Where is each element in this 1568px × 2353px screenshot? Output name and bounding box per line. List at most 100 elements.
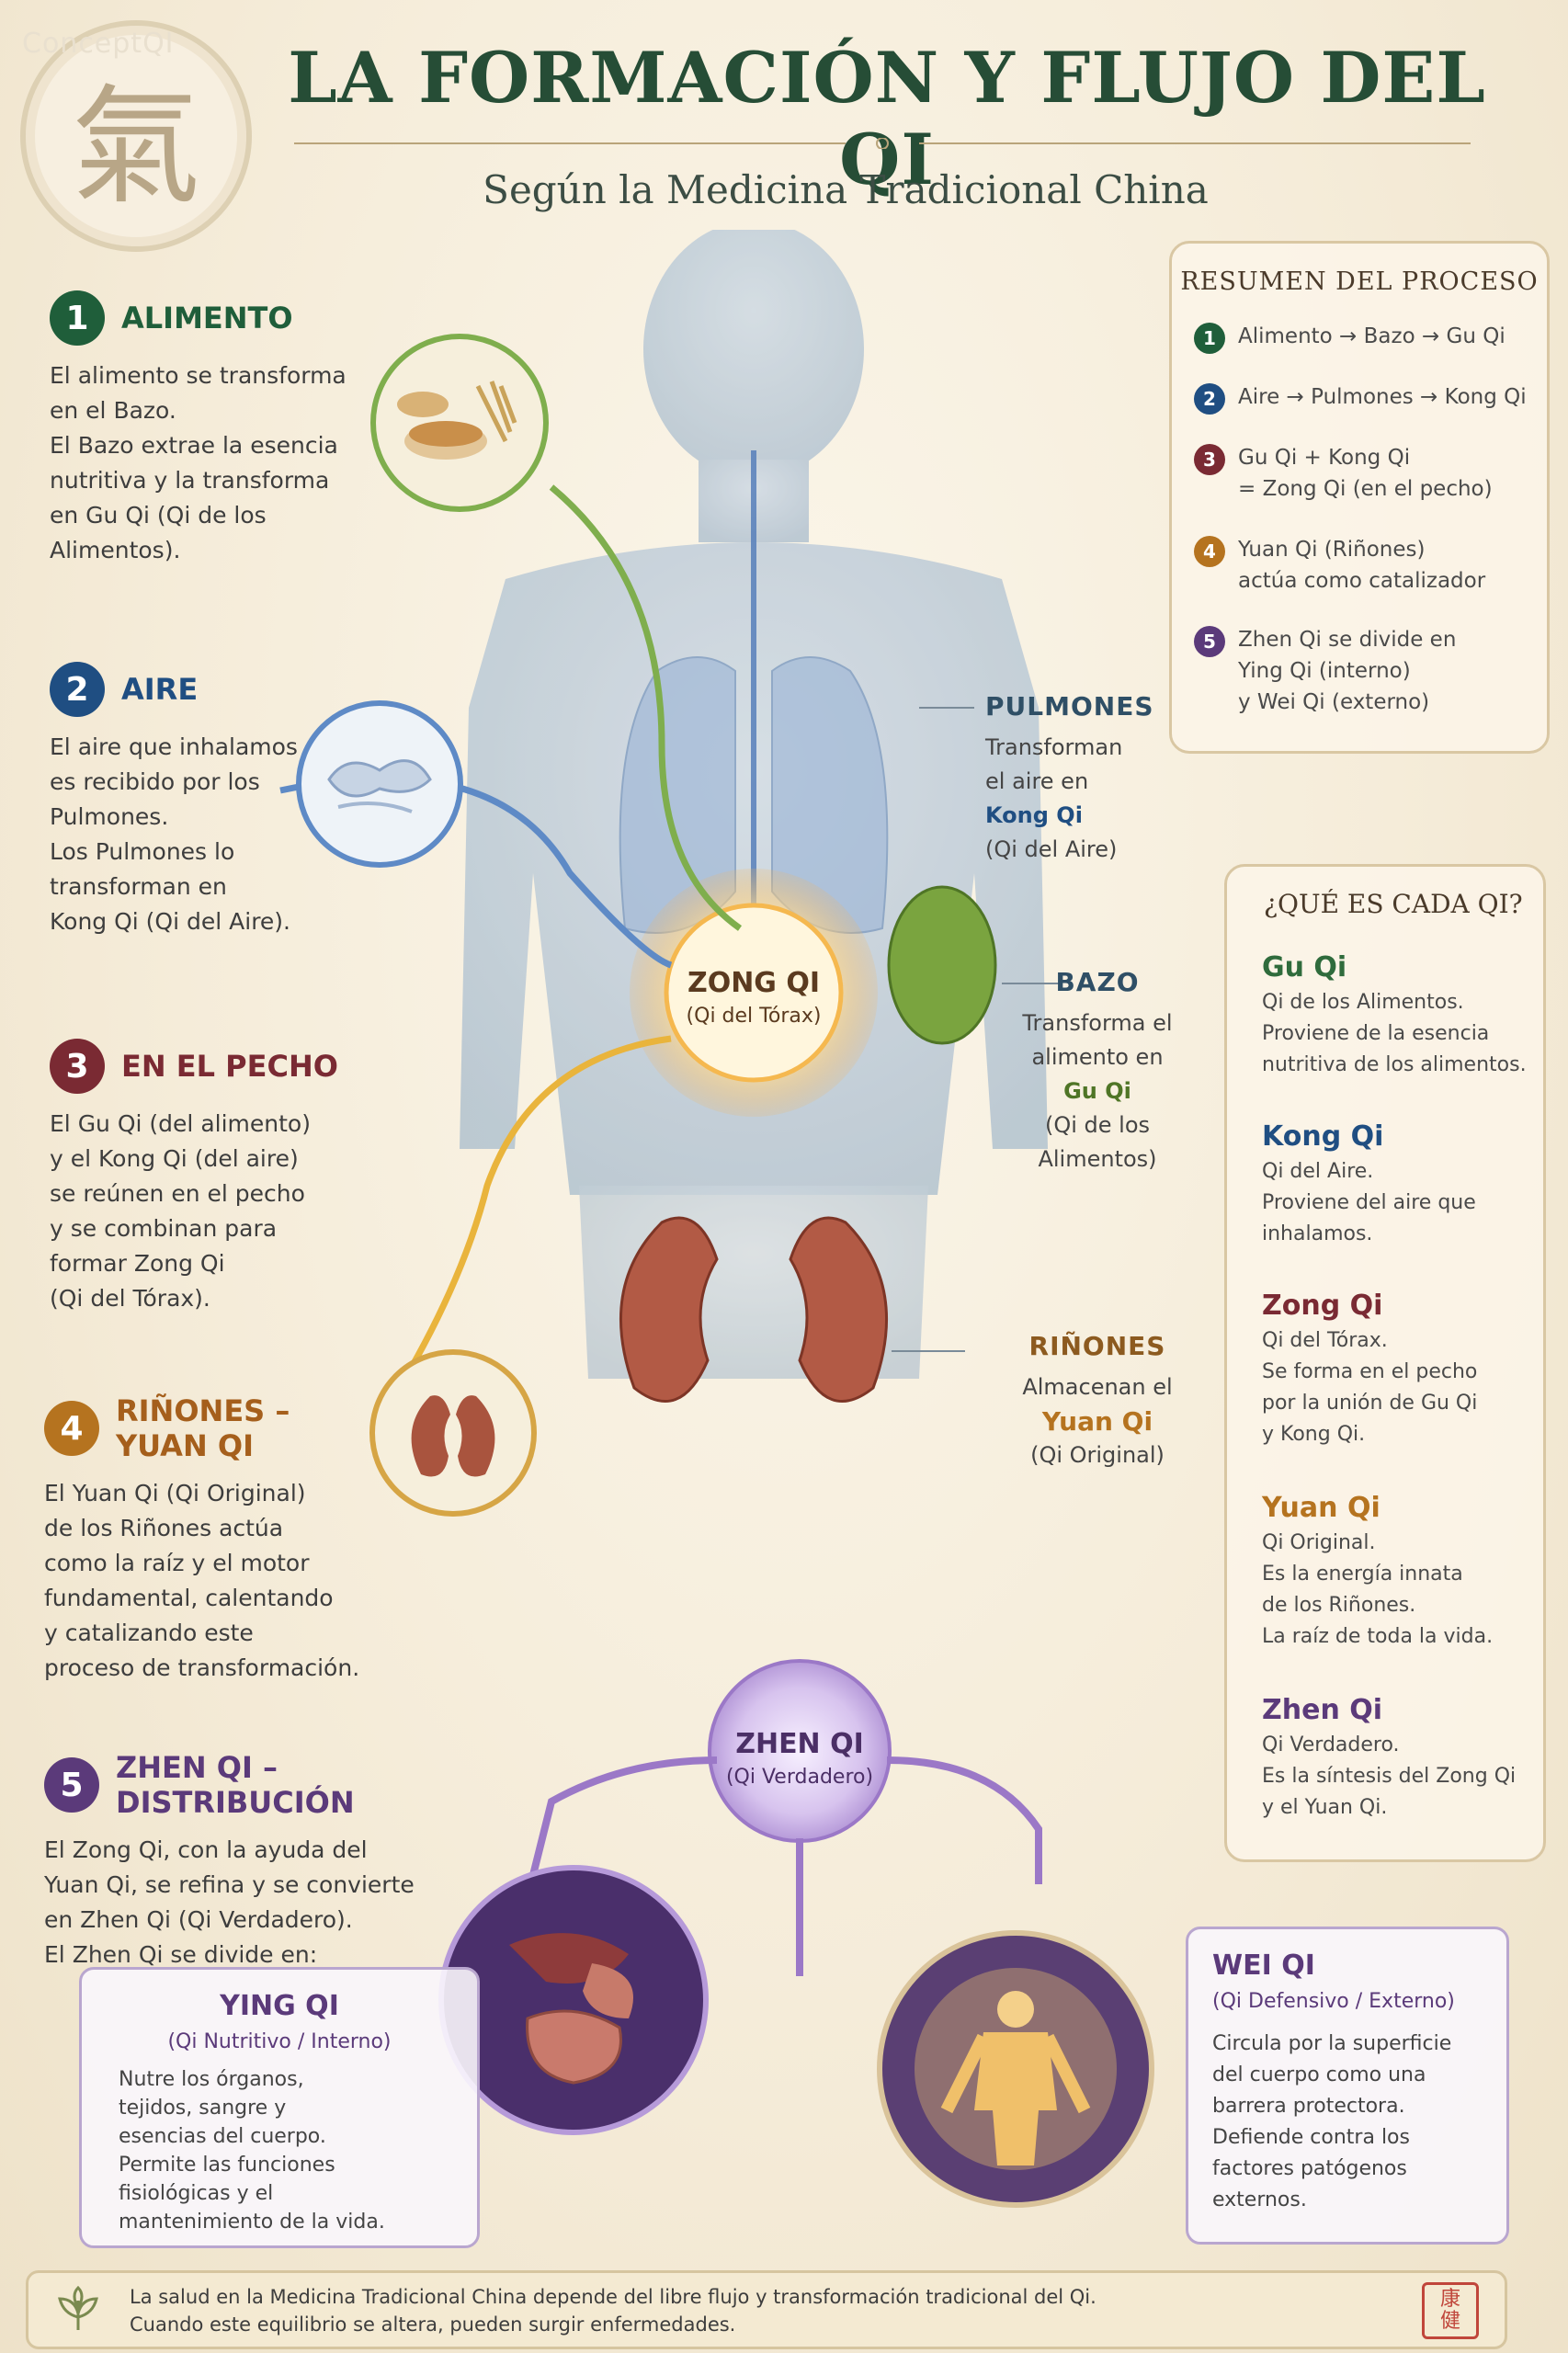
ying-line: fisiológicas y el [119, 2182, 274, 2205]
body-illustration [279, 230, 1062, 1976]
step-5-title: ZHEN QI – DISTRIBUCIÓN [116, 1750, 355, 1820]
step-line: El Zong Qi, con la ayuda del [44, 1836, 368, 1863]
summary-number: 4 [1194, 536, 1225, 567]
qi-definition-zong: Zong Qi Qi del Tórax. Se forma en el pec… [1262, 1290, 1538, 1450]
step-1-number: 1 [50, 290, 105, 346]
step-line: (Qi del Tórax). [50, 1285, 210, 1312]
zhen-qi-node: ZHEN QI (Qi Verdadero) [717, 1728, 882, 1789]
qi-name: Zong Qi [1262, 1290, 1383, 1322]
step-line: es recibido por los [50, 768, 260, 795]
qi-line: Qi Original. [1262, 1531, 1376, 1554]
ying-line: tejidos, sangre y [119, 2097, 287, 2120]
zhen-qi-subtitle: (Qi Verdadero) [725, 1766, 874, 1789]
qi-description: Qi Original. Es la energía innata de los… [1262, 1528, 1538, 1653]
qi-name: Yuan Qi [1262, 1492, 1381, 1524]
wei-qi-box: WEI QI (Qi Defensivo / Externo) Circula … [1186, 1927, 1509, 2245]
summary-number: 1 [1194, 323, 1225, 354]
summary-line: Gu Qi + Kong Qi [1238, 446, 1411, 470]
qi-line: por la unión de Gu Qi [1262, 1392, 1478, 1415]
bazo-label: BAZO Transforma el alimento en Gu Qi (Qi… [1015, 967, 1180, 1176]
summary-title: RESUMEN DEL PROCESO [1180, 267, 1539, 296]
step-line: y el Kong Qi (del aire) [50, 1145, 299, 1172]
step-1-title: ALIMENTO [121, 301, 293, 335]
step-line: Alimentos). [50, 537, 181, 563]
qi-name: Kong Qi [1262, 1120, 1384, 1153]
ying-line: Nutre los órganos, [119, 2068, 304, 2091]
bazo-text: Transforma el alimento en Gu Qi (Qi de l… [1015, 1006, 1180, 1176]
step-line: en Gu Qi (Qi de los [50, 502, 267, 529]
summary-text: Yuan Qi (Riñones) actúa como catalizador [1238, 534, 1485, 597]
qi-description: Qi del Tórax. Se forma en el pecho por l… [1262, 1325, 1538, 1450]
pulmones-line: Kong Qi [985, 802, 1083, 828]
step-line: El Bazo extrae la esencia [50, 432, 338, 459]
summary-line: actúa como catalizador [1238, 569, 1486, 593]
summary-text: Gu Qi + Kong Qi = Zong Qi (en el pecho) [1238, 442, 1493, 505]
summary-number: 3 [1194, 444, 1225, 475]
footer-banner: La salud en la Medicina Tradicional Chin… [26, 2270, 1507, 2349]
pulmones-line: el aire en [985, 768, 1089, 794]
wei-qi-text: Circula por la superficie del cuerpo com… [1212, 2029, 1451, 2216]
step-line: El Zhen Qi se divide en: [44, 1941, 318, 1968]
step-line: El alimento se transforma [50, 362, 347, 389]
pulmones-label: PULMONES Transforman el aire en Kong Qi … [985, 691, 1187, 867]
qi-definition-zhen: Zhen Qi Qi Verdadero. Es la síntesis del… [1262, 1694, 1538, 1824]
page-subtitle: Según la Medicina Tradicional China [483, 167, 1209, 212]
bazo-line: Transforma el [1022, 1010, 1173, 1036]
wei-qi-subtitle: (Qi Defensivo / Externo) [1212, 1990, 1455, 2013]
qi-line: y el Yuan Qi. [1262, 1796, 1388, 1819]
step-3-text: El Gu Qi (del alimento) y el Kong Qi (de… [50, 1107, 362, 1316]
ying-line: mantenimiento de la vida. [119, 2211, 385, 2234]
step-4-number: 4 [44, 1401, 99, 1456]
bazo-line: alimento en [1031, 1044, 1164, 1070]
step-1-head: 1 ALIMENTO [50, 290, 353, 346]
qi-definitions-title: ¿QUÉ ES CADA QI? [1264, 889, 1523, 919]
bazo-title: BAZO [1055, 967, 1140, 997]
protective-aura-icon [877, 1930, 1154, 2208]
step-2-head: 2 AIRE [50, 662, 344, 717]
summary-item: 1 Alimento → Bazo → Gu Qi [1194, 321, 1534, 354]
step-2-text: El aire que inhalamos es recibido por lo… [50, 730, 344, 939]
air-cloud-icon [296, 700, 463, 868]
summary-panel: RESUMEN DEL PROCESO 1 Alimento → Bazo → … [1169, 241, 1550, 754]
step-line: proceso de transformación. [44, 1654, 360, 1681]
qi-line: Proviene del aire que [1262, 1191, 1476, 1214]
qi-line: Qi del Tórax. [1262, 1329, 1388, 1352]
bazo-line: Gu Qi [1063, 1078, 1131, 1104]
pulmones-text: Transforman el aire en Kong Qi (Qi del A… [985, 731, 1187, 867]
step-2-number: 2 [50, 662, 105, 717]
pulmones-line: Transforman [985, 734, 1123, 760]
zong-qi-node: ZONG QI (Qi del Tórax) [671, 967, 836, 1028]
bazo-line: Alimentos) [1038, 1146, 1157, 1172]
qi-line: Qi de los Alimentos. [1262, 991, 1464, 1014]
summary-item: 2 Aire → Pulmones → Kong Qi [1194, 381, 1534, 415]
summary-number: 5 [1194, 626, 1225, 657]
digestive-organs-icon [438, 1865, 709, 2135]
kidneys-icon [369, 1349, 537, 1517]
step-1-text: El alimento se transforma en el Bazo. El… [50, 358, 353, 568]
seal-stamp-icon: 康 健 [1422, 2282, 1479, 2339]
step-line: y catalizando este [44, 1620, 254, 1646]
step-3: 3 EN EL PECHO El Gu Qi (del alimento) y … [50, 1039, 362, 1316]
bazo-line: (Qi de los [1044, 1112, 1151, 1138]
step-line: en el Bazo. [50, 397, 176, 424]
qi-line: Es la síntesis del Zong Qi [1262, 1765, 1517, 1788]
summary-item: 3 Gu Qi + Kong Qi = Zong Qi (en el pecho… [1194, 442, 1534, 505]
summary-item: 4 Yuan Qi (Riñones) actúa como catalizad… [1194, 534, 1534, 597]
step-4: 4 RIÑONES – YUAN QI El Yuan Qi (Qi Origi… [44, 1393, 375, 1686]
step-3-number: 3 [50, 1039, 105, 1094]
step-3-head: 3 EN EL PECHO [50, 1039, 362, 1094]
qi-line: inhalamos. [1262, 1222, 1373, 1245]
qi-name: Gu Qi [1262, 951, 1347, 983]
summary-item: 5 Zhen Qi se divide en Ying Qi (interno)… [1194, 624, 1534, 718]
rinones-text: Almacenan el Yuan Qi (Qi Original) [1006, 1370, 1189, 1472]
qi-line: Qi del Aire. [1262, 1160, 1374, 1183]
step-line: El Yuan Qi (Qi Original) [44, 1480, 306, 1506]
wei-line: barrera protectora. [1212, 2095, 1405, 2118]
step-line: se reúnen en el pecho [50, 1180, 305, 1207]
step-line: Los Pulmones lo [50, 838, 235, 865]
step-line: fundamental, calentando [44, 1585, 334, 1611]
step-line: nutritiva y la transforma [50, 467, 330, 494]
step-line: de los Riñones actúa [44, 1515, 284, 1541]
rinones-line: Almacenan el [1022, 1374, 1173, 1400]
